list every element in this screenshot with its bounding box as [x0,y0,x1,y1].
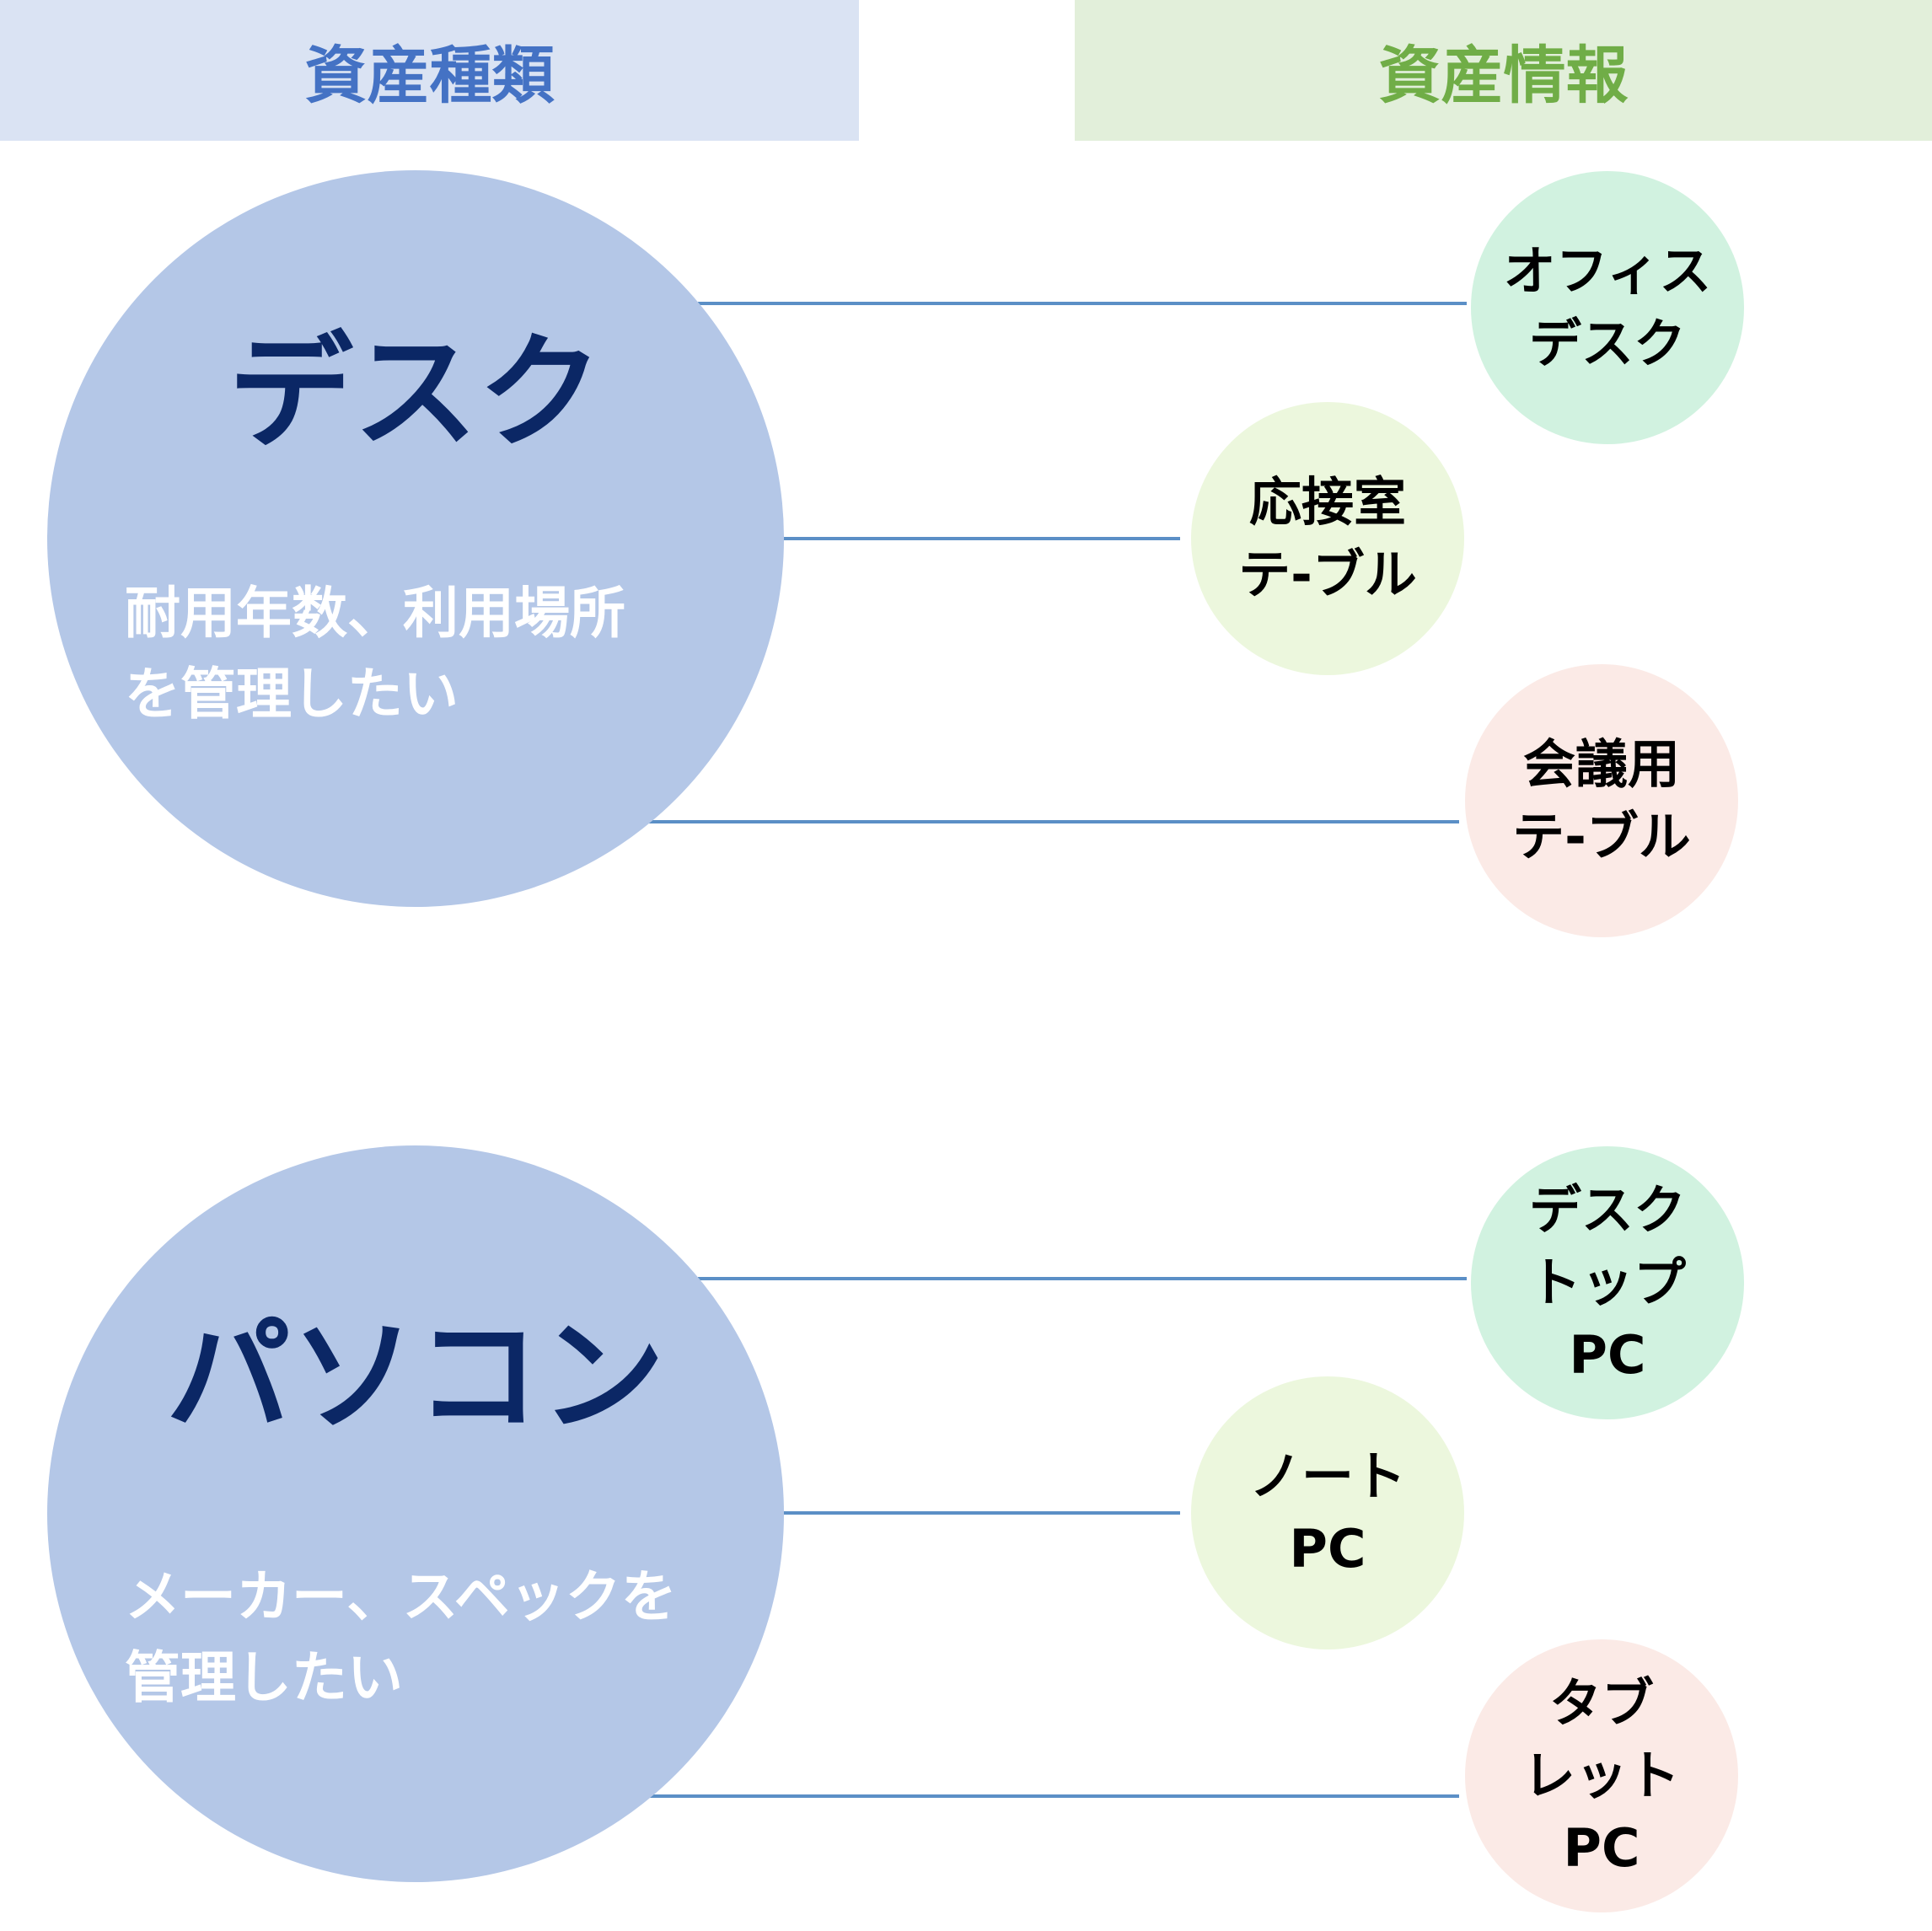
category-subtitle-desk-line2: を管理したい [125,662,459,727]
category-subtitle-pc-line2: 管理したい [125,1645,403,1710]
asset-node-reception-table: 応接室 テ-ブル [1191,402,1464,675]
asset-node-label: ノート PC [1248,1446,1406,1580]
asset-node-label: オフィス デスク [1503,240,1712,374]
asset-node-label: タブ レット PC [1522,1672,1680,1879]
category-title-pc: パソコン [166,1304,665,1449]
header-asset-info: 資産情報 [1075,0,1932,141]
asset-node-office-desk: オフィス デスク [1471,171,1744,444]
header-asset-type-label: 資産種類 [304,40,555,112]
asset-node-desktop-pc: デスク トップ PC [1471,1146,1744,1419]
asset-node-label: デスク トップ PC [1528,1179,1686,1386]
category-subtitle-pc-line1: メーカー、スペックを [125,1564,677,1629]
asset-node-label: 応接室 テ-ブル [1238,471,1417,605]
category-subtitle-desk-line1: 耐用年数、利用場所 [125,581,625,646]
header-asset-info-label: 資産情報 [1378,40,1629,112]
category-circle-desk: デスク 耐用年数、利用場所 を管理したい [47,170,784,907]
asset-node-meeting-table: 会議用 テ-ブル [1465,664,1738,937]
category-title-desk: デスク [228,320,603,465]
asset-node-laptop-pc: ノート PC [1191,1376,1464,1649]
header-asset-type: 資産種類 [0,0,859,141]
asset-node-label: 会議用 テ-ブル [1512,733,1691,867]
asset-node-tablet-pc: タブ レット PC [1465,1639,1738,1912]
category-circle-pc: パソコン メーカー、スペックを 管理したい [47,1145,784,1882]
